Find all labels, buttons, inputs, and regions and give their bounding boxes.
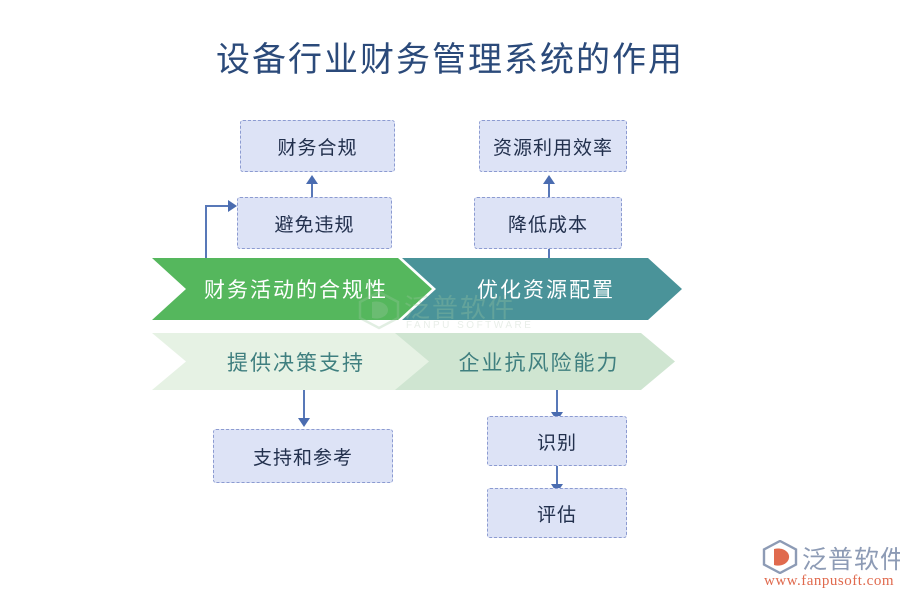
node-label: 支持和参考 — [252, 447, 353, 469]
connector-cost-to-efficiency — [548, 184, 550, 206]
chevron-label: 财务活动的合规性 — [204, 278, 388, 302]
connector-chevron2-up — [548, 249, 550, 261]
connector-identify-to-assess — [556, 466, 558, 490]
chevron-label: 提供决策支持 — [227, 350, 365, 375]
chevron-financial-activity-compliance[interactable]: 财务活动的合规性 — [152, 258, 432, 320]
node-label: 资源利用效率 — [492, 137, 613, 159]
node-identify[interactable]: 识别 — [487, 416, 627, 466]
node-label: 评估 — [536, 504, 577, 526]
connector-chevron3-down — [303, 390, 305, 422]
chevron-risk-resistance[interactable]: 企业抗风险能力 — [395, 333, 675, 390]
brand-logo: 泛普软件 www.fanpusoft.com — [762, 540, 900, 594]
brand-name: 泛普软件 — [802, 547, 900, 574]
connector-chevron1-right — [205, 205, 230, 207]
node-reduce-cost[interactable]: 降低成本 — [474, 197, 622, 249]
node-label: 财务合规 — [277, 137, 358, 159]
arrow-down-icon — [298, 418, 310, 427]
arrow-up-icon — [543, 175, 555, 184]
chevron-decision-support[interactable]: 提供决策支持 — [152, 333, 432, 390]
node-label: 降低成本 — [507, 214, 588, 236]
arrow-right-icon — [228, 200, 237, 212]
node-resource-efficiency[interactable]: 资源利用效率 — [479, 120, 627, 172]
arrow-up-icon — [306, 175, 318, 184]
brand-url: www.fanpusoft.com — [764, 573, 895, 589]
node-support-reference[interactable]: 支持和参考 — [213, 429, 393, 483]
node-label: 识别 — [536, 432, 577, 454]
connector-chevron1-up — [205, 205, 207, 267]
connector-chevron4-down — [556, 390, 558, 418]
node-assess[interactable]: 评估 — [487, 488, 627, 538]
chevron-optimize-resource-allocation[interactable]: 优化资源配置 — [402, 258, 682, 320]
watermark-subtitle: FANPU SOFTWARE — [406, 320, 534, 331]
node-financial-compliance[interactable]: 财务合规 — [240, 120, 395, 172]
connector-avoid-to-compliance — [311, 184, 313, 206]
page-title: 设备行业财务管理系统的作用 — [216, 42, 684, 79]
fanpu-brand-icon — [762, 540, 798, 574]
node-avoid-violation[interactable]: 避免违规 — [237, 197, 392, 249]
node-label: 避免违规 — [274, 214, 355, 236]
chevron-label: 优化资源配置 — [477, 278, 615, 302]
chevron-label: 企业抗风险能力 — [458, 350, 620, 375]
